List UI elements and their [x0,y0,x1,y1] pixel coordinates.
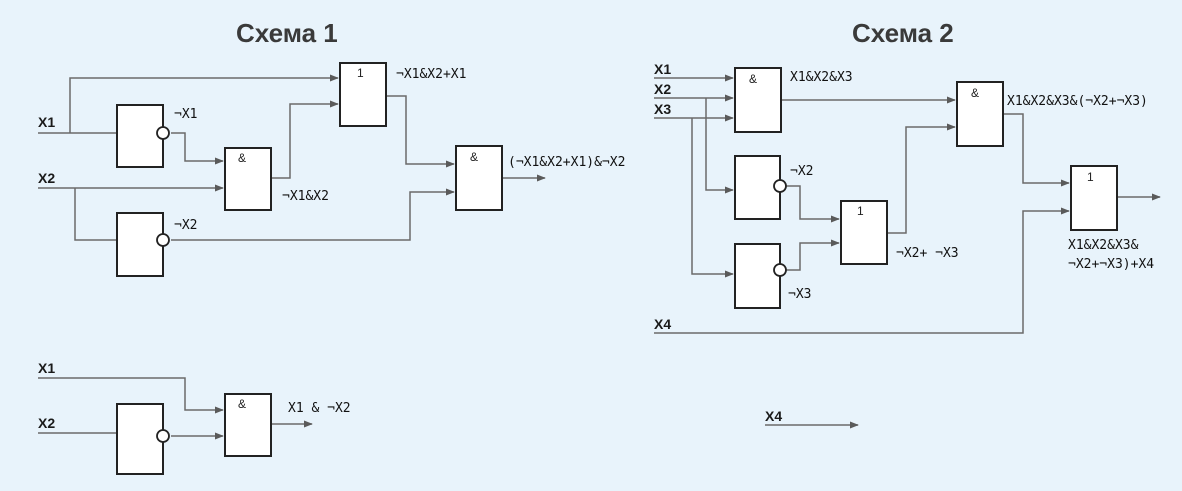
and-symbol: & [470,150,478,164]
wire [705,98,734,194]
and-symbol: & [971,86,979,100]
not-gate-x2 [116,212,164,277]
input-x1-label: X1 [38,360,55,376]
or-symbol: 1 [357,66,364,80]
expr-and: ¬X1&X2 [282,189,329,204]
expr-or: ¬X1&X2+X1 [396,67,466,82]
and-symbol: & [238,151,246,165]
scheme1-title: Схема 1 [236,18,338,48]
inversion-bubble [156,233,170,247]
expr-and1: X1&X2&X3 [790,70,853,85]
expr-not-x1: ¬X1 [174,107,197,122]
wire [786,239,840,271]
and-gate-output [455,145,503,211]
scheme-bottom-right: X4 [765,408,859,429]
expr-output: X1 & ¬X2 [288,401,351,416]
inversion-bubble [773,179,787,193]
and-gate [734,67,782,133]
input-x4-label: X4 [654,316,671,332]
inversion-bubble [156,429,170,443]
scheme2-title: Схема 2 [852,18,954,48]
wire [171,188,455,241]
input-x1-label: X1 [654,61,671,77]
scheme1: X1 X2 & 1 & ¬X1 ¬X2 ¬X1&X2 ¬X1&X2+X1 (¬X… [38,62,625,277]
not-gate-x1 [116,104,164,168]
inversion-bubble [773,263,787,277]
not-gate-x3 [734,243,781,309]
wire [786,185,840,223]
and-gate [224,147,272,211]
wire [887,123,956,234]
expr-not-x2: ¬X2 [174,218,197,233]
wire [654,207,1070,334]
or-gate [339,62,387,127]
wire [386,95,455,168]
input-x2-label: X2 [654,81,671,97]
scheme-bottom-left: X1 X2 & X1 & ¬X2 [38,360,351,475]
and-gate [224,393,272,457]
wire [74,188,117,241]
and-gate [956,81,1004,147]
scheme2: X1 X2 X3 X4 & 1 & 1 [654,61,1161,334]
not-gate-x2 [734,155,781,220]
expr-not-x2: ¬X2 [790,164,813,179]
wire [691,118,734,278]
or-symbol: 1 [1087,170,1094,184]
inversion-bubble [156,126,170,140]
wire [69,74,339,133]
or-gate [840,200,888,265]
expr-output-line2: ¬X2+¬X3)+X4 [1068,257,1154,272]
expr-and2: X1&X2&X3&(¬X2+¬X3) [1007,94,1148,109]
wire [38,377,224,414]
or-gate-output [1070,165,1118,231]
expr-output: (¬X1&X2+X1)&¬X2 [508,155,625,170]
not-gate-x2 [116,403,164,475]
expr-or1: ¬X2+ ¬X3 [896,246,959,261]
input-x1-label: X1 [38,114,55,130]
wire [1003,113,1070,187]
input-x2-label: X2 [38,415,55,431]
wire [271,100,339,179]
or-symbol: 1 [857,204,864,218]
and-symbol: & [749,72,757,86]
expr-output-line1: X1&X2&X3& [1068,238,1139,253]
input-x2-label: X2 [38,170,55,186]
expr-not-x3: ¬X3 [788,287,811,302]
and-symbol: & [238,397,246,411]
wire [171,132,224,165]
input-x3-label: X3 [654,101,671,117]
input-x4-label: X4 [765,408,782,424]
